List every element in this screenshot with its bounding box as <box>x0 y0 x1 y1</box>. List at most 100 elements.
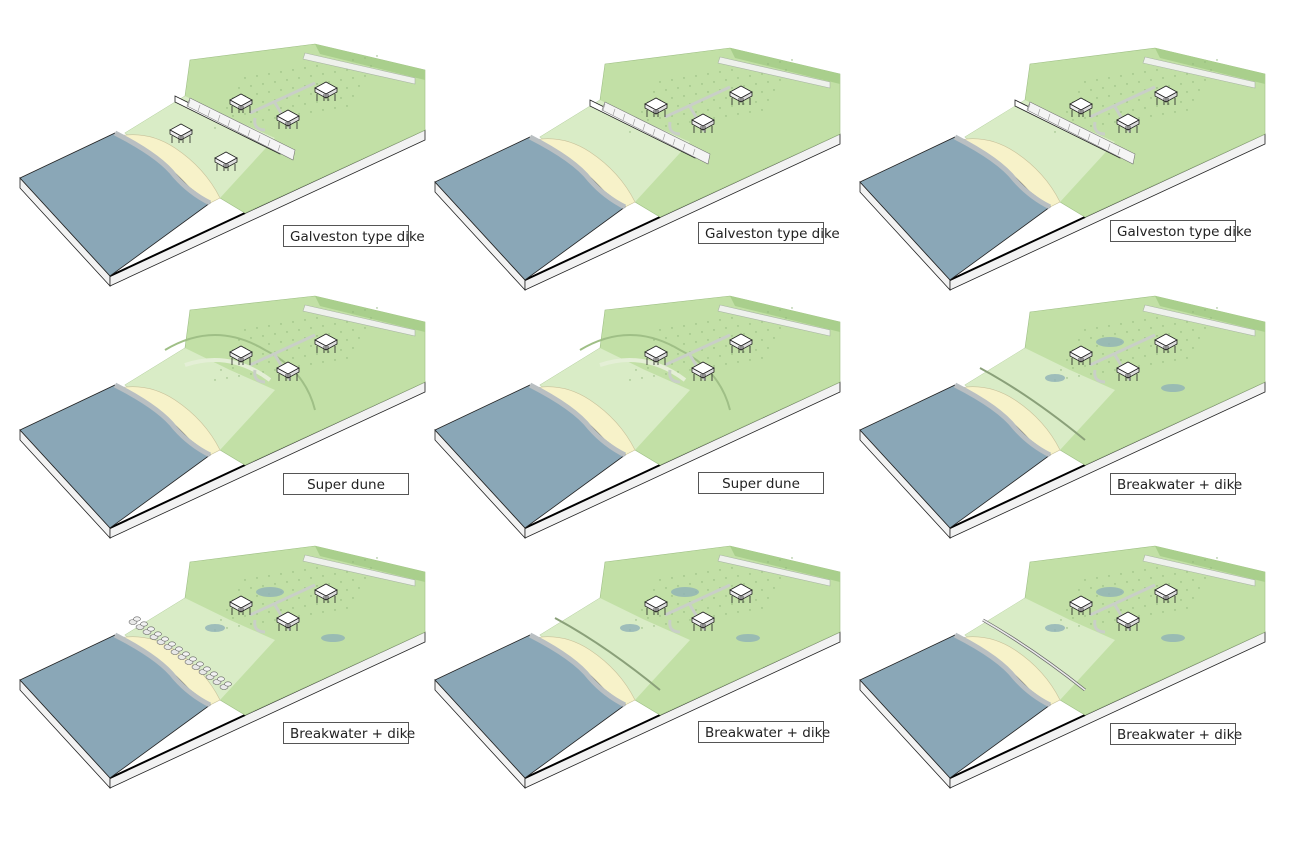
house-icon <box>229 93 253 113</box>
landscape-panel <box>15 540 435 815</box>
house-icon <box>214 151 238 171</box>
houses <box>1069 333 1178 381</box>
coastal-defence <box>174 95 296 161</box>
house-icon <box>1069 595 1093 615</box>
landscape-panel <box>15 290 435 565</box>
houses <box>644 85 753 133</box>
isometric-landscape-block <box>19 43 426 288</box>
shoreline <box>953 134 1052 210</box>
landscape-panel <box>430 540 850 815</box>
houses <box>229 583 338 631</box>
house-icon <box>276 361 300 381</box>
house-icon <box>1116 361 1140 381</box>
houses <box>644 333 753 381</box>
landscape-panel <box>15 38 435 313</box>
shoreline <box>953 382 1052 458</box>
house-icon <box>229 595 253 615</box>
ponds <box>1045 337 1185 392</box>
houses <box>644 583 753 631</box>
shoreline <box>113 130 212 206</box>
coastal-defence <box>979 367 1086 441</box>
landscape-panel <box>855 290 1275 565</box>
coastal-defence <box>128 616 232 690</box>
house-icon <box>314 583 338 603</box>
shoreline <box>113 632 212 708</box>
house-icon <box>729 583 753 603</box>
panel-caption: Breakwater + dike <box>1110 473 1242 495</box>
shoreline <box>528 382 627 458</box>
coastal-defence <box>982 618 1086 692</box>
houses <box>1069 85 1178 133</box>
landscape-panel <box>430 290 850 565</box>
house-icon <box>1069 345 1093 365</box>
landscape-panel <box>855 42 1275 317</box>
shoreline <box>528 632 627 708</box>
road <box>302 304 416 337</box>
house-icon <box>729 85 753 105</box>
panel-caption: Breakwater + dike <box>698 721 830 743</box>
house-icon <box>1116 113 1140 133</box>
house-icon <box>314 333 338 353</box>
house-icon <box>691 611 715 631</box>
road <box>1142 304 1256 337</box>
house-icon <box>729 333 753 353</box>
house-icon <box>229 345 253 365</box>
isometric-landscape-block <box>859 545 1266 790</box>
house-icon <box>1116 611 1140 631</box>
house-icon <box>1069 97 1093 117</box>
slab-walls <box>859 381 1266 540</box>
coastal-defence <box>579 334 731 411</box>
house-icon <box>644 97 668 117</box>
house-icon <box>276 109 300 129</box>
landscape-panel <box>855 540 1275 815</box>
panel-caption: Super dune <box>698 472 824 494</box>
coastal-defence <box>589 99 711 165</box>
isometric-landscape-block <box>434 295 841 540</box>
panel-caption: Galveston type dike <box>698 222 840 244</box>
house-icon <box>1154 85 1178 105</box>
house-icon <box>169 123 193 143</box>
house-icon <box>276 611 300 631</box>
road <box>1142 554 1256 587</box>
isometric-landscape-block <box>434 545 841 790</box>
shoreline <box>953 632 1052 708</box>
road <box>717 304 831 337</box>
road <box>717 56 831 89</box>
slab-walls <box>859 133 1266 292</box>
ponds <box>1045 587 1185 642</box>
panel-caption: Galveston type dike <box>283 225 425 247</box>
houses <box>1069 583 1178 631</box>
isometric-landscape-block <box>859 47 1266 292</box>
house-icon <box>691 361 715 381</box>
road <box>717 554 831 587</box>
slab-walls <box>434 631 841 790</box>
ponds <box>205 587 345 642</box>
road <box>302 52 416 85</box>
houses <box>169 81 338 171</box>
shoreline <box>528 134 627 210</box>
isometric-landscape-block <box>434 47 841 292</box>
panel-caption: Super dune <box>283 473 409 495</box>
coastal-defence <box>1014 99 1136 165</box>
isometric-landscape-block <box>859 295 1266 540</box>
slab-walls <box>19 381 426 540</box>
coastal-defence <box>164 334 316 411</box>
shoreline <box>113 382 212 458</box>
landscape-panel <box>430 42 850 317</box>
road <box>1142 56 1256 89</box>
coastal-defence <box>554 617 661 691</box>
house-icon <box>644 345 668 365</box>
house-icon <box>691 113 715 133</box>
house-icon <box>1154 333 1178 353</box>
house-icon <box>1154 583 1178 603</box>
isometric-landscape-block <box>19 545 426 790</box>
house-icon <box>314 81 338 101</box>
panel-caption: Breakwater + dike <box>283 722 415 744</box>
ponds <box>620 587 760 642</box>
houses <box>229 333 338 381</box>
panel-caption: Breakwater + dike <box>1110 723 1242 745</box>
panel-caption: Galveston type dike <box>1110 220 1252 242</box>
road <box>302 554 416 587</box>
house-icon <box>644 595 668 615</box>
